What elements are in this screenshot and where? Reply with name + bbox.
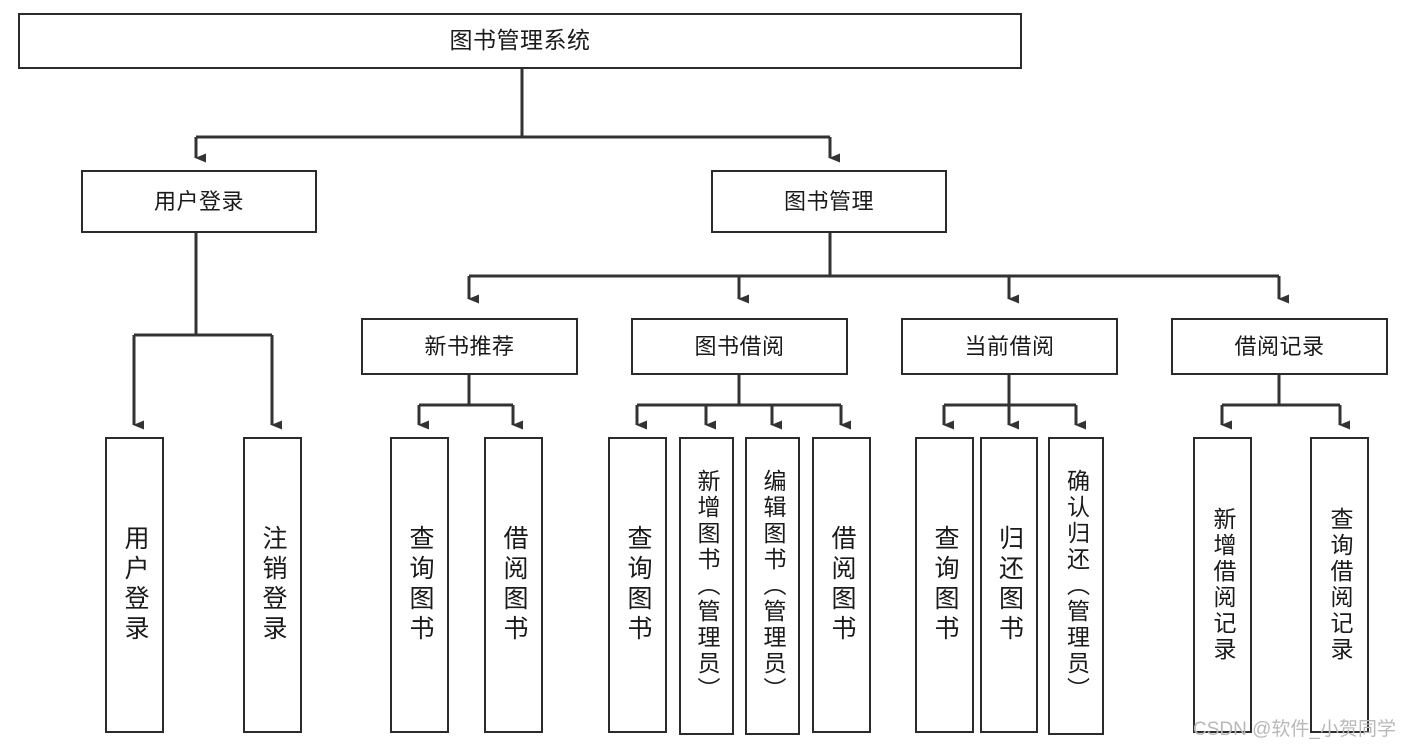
node-label: 新书推荐 — [424, 333, 515, 359]
node-current-borrow[interactable]: 当前借阅 — [901, 318, 1118, 375]
node-label: 借阅图书 — [500, 525, 528, 645]
node-label: 借阅记录 — [1234, 333, 1325, 359]
node-label: 新增借阅记录 — [1210, 507, 1236, 663]
leaf-borrow-borrow-book[interactable]: 借阅图书 — [812, 437, 871, 733]
node-label: 查询借阅记录 — [1327, 507, 1353, 663]
node-label: 新增图书（管理员） — [694, 469, 720, 703]
leaf-record-add-record[interactable]: 新增借阅记录 — [1193, 437, 1252, 733]
node-borrow-record[interactable]: 借阅记录 — [1171, 318, 1388, 375]
node-label: 查询图书 — [624, 525, 652, 645]
leaf-recommend-borrow-book[interactable]: 借阅图书 — [484, 437, 543, 733]
leaf-borrow-query-book[interactable]: 查询图书 — [608, 437, 667, 733]
node-label: 用户登录 — [121, 525, 149, 645]
node-root-system[interactable]: 图书管理系统 — [18, 13, 1022, 69]
node-book-borrow[interactable]: 图书借阅 — [631, 318, 848, 375]
leaf-user-login-login[interactable]: 用户登录 — [105, 437, 164, 733]
node-label: 查询图书 — [406, 525, 434, 645]
node-label: 归还图书 — [995, 525, 1024, 645]
node-label: 编辑图书（管理员） — [760, 469, 786, 703]
leaf-current-confirm-return-admin[interactable]: 确认归还（管理员） — [1048, 437, 1104, 735]
watermark-text: CSDN @软件_小贺同学 — [1193, 719, 1396, 740]
leaf-current-return-book[interactable]: 归还图书 — [980, 437, 1038, 733]
leaf-borrow-edit-book-admin[interactable]: 编辑图书（管理员） — [745, 437, 800, 735]
node-label: 注销登录 — [259, 525, 287, 645]
node-label: 图书管理 — [783, 188, 874, 214]
node-label: 图书管理系统 — [449, 27, 591, 54]
node-user-login[interactable]: 用户登录 — [81, 170, 317, 233]
leaf-borrow-add-book-admin[interactable]: 新增图书（管理员） — [679, 437, 734, 735]
leaf-current-query-book[interactable]: 查询图书 — [915, 437, 974, 733]
node-label: 借阅图书 — [828, 525, 856, 645]
node-label: 图书借阅 — [694, 333, 785, 359]
node-label: 确认归还（管理员） — [1063, 469, 1090, 703]
node-book-management[interactable]: 图书管理 — [711, 170, 947, 233]
csdn-watermark: CSDN @软件_小贺同学 — [1193, 714, 1396, 741]
leaf-record-query-record[interactable]: 查询借阅记录 — [1310, 437, 1369, 733]
node-label: 用户登录 — [153, 188, 244, 214]
leaf-recommend-query-book[interactable]: 查询图书 — [390, 437, 449, 733]
node-label: 当前借阅 — [964, 333, 1055, 359]
leaf-user-login-logout[interactable]: 注销登录 — [243, 437, 302, 733]
node-label: 查询图书 — [931, 525, 959, 645]
node-new-book-recommend[interactable]: 新书推荐 — [361, 318, 578, 375]
